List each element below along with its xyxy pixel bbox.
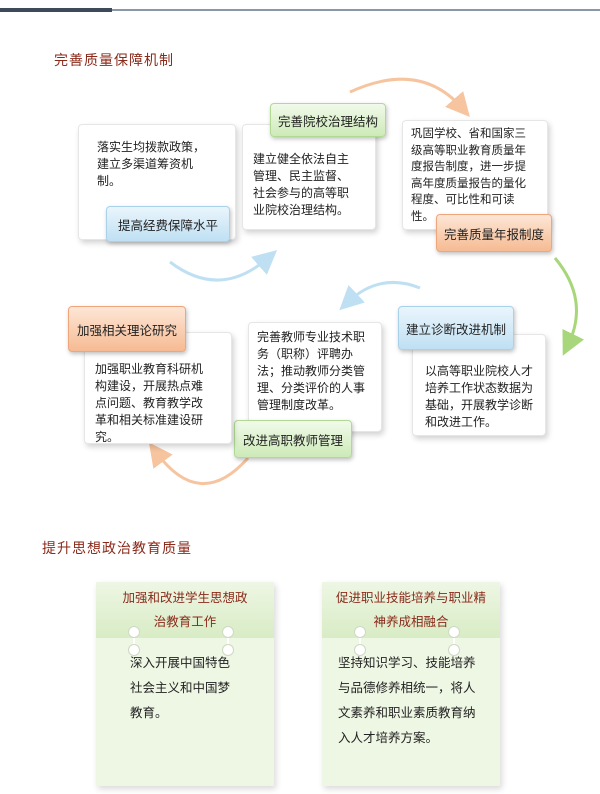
- card-diagnosis-line-3: 基础，开展教学诊断: [425, 398, 534, 412]
- card-funding-line-1: 落实生均拨款政策，: [97, 140, 206, 154]
- panel-left-title-line-1: 加强和改进学生思想政: [122, 590, 248, 605]
- card-governance-line-1: 建立健全依法自主: [253, 152, 350, 166]
- arrow-governance-to-report: [349, 77, 470, 118]
- card-governance: 建立健全依法自主 管理、民主监督、 社会参与的高等职 业院校治理结构。: [242, 124, 376, 230]
- pin-line: [359, 634, 361, 648]
- label-theory: 加强相关理论研究: [68, 306, 186, 352]
- card-funding-line-3: 制。: [97, 174, 122, 188]
- header-rule-dark: [0, 8, 112, 12]
- card-report-line-2: 级高等职业教育质量年: [411, 142, 526, 157]
- card-theory-line-5: 究。: [95, 430, 120, 444]
- arrow-diagnosis-to-teachers: [339, 281, 421, 311]
- panel-right-body-line-3: 文素养和职业素质教育纳: [338, 705, 476, 720]
- pin-dot: [354, 644, 366, 656]
- arrow-report-to-diagnosis: [553, 257, 585, 356]
- section-title-ideological: 提升思想政治教育质量: [42, 541, 192, 557]
- panel-right-body: 坚持知识学习、技能培养 与品德修养相统一，将人 文素养和职业素质教育纳 入人才培…: [322, 638, 500, 786]
- label-governance: 完善院校治理结构: [270, 103, 386, 137]
- panel-right-title-line-1: 促进职业技能培养与职业精: [335, 590, 486, 605]
- card-theory-line-3: 点问题、教育教学改: [95, 396, 204, 410]
- pin-dot: [448, 626, 460, 638]
- card-governance-line-3: 社会参与的高等职: [253, 186, 350, 200]
- section-title-quality: 完善质量保障机制: [54, 53, 174, 69]
- arrow-teachers-to-theory: [148, 442, 250, 485]
- card-teachers-line-4: 理、分类评价的人事: [257, 381, 366, 395]
- panel-left-title-line-2: 治教育工作: [153, 614, 217, 629]
- panel-right-body-line-1: 坚持知识学习、技能培养: [338, 655, 476, 670]
- card-theory-line-1: 加强职业教育科研机: [95, 362, 204, 376]
- pin-line: [227, 634, 229, 648]
- card-theory-line-2: 构建设，开展热点难: [95, 379, 204, 393]
- card-governance-line-4: 业院校治理结构。: [253, 203, 350, 217]
- label-teachers: 改进高职教师管理: [234, 420, 352, 458]
- pin-line: [453, 634, 455, 648]
- card-theory-line-4: 革和相关标准建设研: [95, 413, 204, 427]
- card-teachers-line-5: 管理制度改革。: [257, 398, 342, 412]
- panel-right-body-line-4: 入人才培养方案。: [338, 730, 439, 745]
- label-diagnosis: 建立诊断改进机制: [398, 306, 514, 350]
- panel-ideological-education: 加强和改进学生思想政 治教育工作 深入开展中国特色 社会主义和中国梦 教育。: [96, 582, 274, 786]
- pin-dot: [128, 626, 140, 638]
- panel-left-body: 深入开展中国特色 社会主义和中国梦 教育。: [96, 638, 274, 786]
- panel-vocational-spirit: 促进职业技能培养与职业精 神养成相融合 坚持知识学习、技能培养 与品德修养相统一…: [322, 582, 500, 786]
- pin-dot: [222, 644, 234, 656]
- card-teachers-line-1: 完善教师专业技术职: [257, 330, 366, 344]
- card-annual-report: 巩固学校、省和国家三 级高等职业教育质量年 度报告制度，进一步提 高年度质量报告…: [402, 120, 548, 230]
- card-report-line-3: 度报告制度，进一步提: [411, 159, 526, 173]
- pin-dot: [128, 644, 140, 656]
- card-teachers-line-3: 法；推动教师分类管: [257, 364, 366, 378]
- card-teachers-line-2: 务（职称）评聘办: [257, 347, 354, 361]
- card-diagnosis-line-1: 以高等职业院校人才: [425, 364, 534, 378]
- card-report-line-5: 程度、可比性和可读: [411, 192, 515, 206]
- card-diagnosis-line-4: 和改进工作。: [425, 415, 498, 429]
- card-funding-line-2: 建立多渠道筹资机: [97, 157, 194, 171]
- card-diagnosis: 以高等职业院校人才 培养工作状态数据为 基础，开展教学诊断 和改进工作。: [412, 334, 546, 436]
- panel-right-title-line-2: 神养成相融合: [373, 614, 449, 629]
- card-governance-line-2: 管理、民主监督、: [253, 169, 350, 183]
- panel-right-body-line-2: 与品德修养相统一，将人: [338, 680, 476, 695]
- pin-line: [133, 634, 135, 648]
- card-report-line-4: 高年度质量报告的量化: [411, 175, 526, 190]
- card-diagnosis-line-2: 培养工作状态数据为: [425, 381, 534, 395]
- label-funding: 提高经费保障水平: [106, 206, 230, 242]
- panel-left-body-line-3: 教育。: [130, 705, 168, 720]
- pin-dot: [448, 644, 460, 656]
- panel-left-body-line-1: 深入开展中国特色: [130, 655, 231, 670]
- panel-left-title: 加强和改进学生思想政 治教育工作: [96, 582, 274, 638]
- card-report-line-6: 性。: [411, 208, 434, 223]
- pin-dot: [354, 626, 366, 638]
- header-rule-light: [112, 9, 600, 11]
- card-report-line-1: 巩固学校、省和国家三: [411, 126, 526, 140]
- card-teachers: 完善教师专业技术职 务（职称）评聘办 法；推动教师分类管 理、分类评价的人事 管…: [248, 322, 382, 432]
- arrow-funding-to-governance: [169, 250, 278, 282]
- label-annual-report: 完善质量年报制度: [436, 214, 552, 252]
- panel-left-body-line-2: 社会主义和中国梦: [130, 680, 231, 695]
- panel-right-title: 促进职业技能培养与职业精 神养成相融合: [322, 582, 500, 638]
- pin-dot: [222, 626, 234, 638]
